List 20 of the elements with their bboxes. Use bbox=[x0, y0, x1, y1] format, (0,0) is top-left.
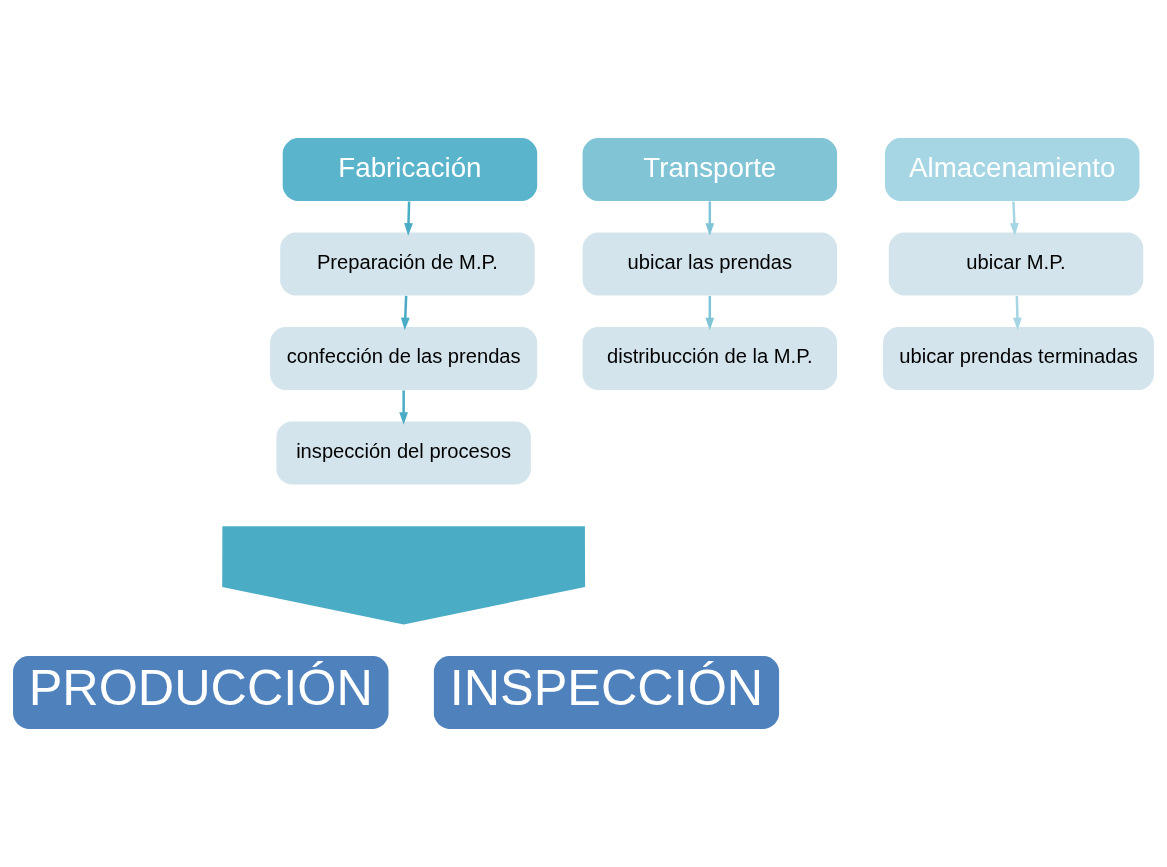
arrow bbox=[705, 201, 715, 236]
arrow bbox=[404, 201, 413, 236]
arrow bbox=[1013, 295, 1022, 331]
arrow bbox=[400, 295, 410, 331]
node-box: distribucción de la M.P. bbox=[582, 327, 838, 391]
arrow bbox=[705, 295, 715, 331]
node-box: inspección del procesos bbox=[276, 421, 531, 485]
node-box: Preparación de M.P. bbox=[280, 232, 535, 296]
node-box: ubicar las prendas bbox=[582, 232, 838, 296]
node-box: INSPECCIÓN bbox=[433, 655, 780, 729]
node-box: confección de las prendas bbox=[270, 327, 538, 391]
node-box: Almacenamiento bbox=[884, 138, 1140, 202]
node-box: ubicar M.P. bbox=[888, 232, 1144, 296]
arrow bbox=[399, 390, 409, 425]
arrow bbox=[1009, 201, 1019, 236]
node-box: Fabricación bbox=[282, 138, 538, 202]
node-arrow bbox=[222, 526, 586, 625]
node-box: Transporte bbox=[582, 138, 838, 202]
node-box: ubicar prendas terminadas bbox=[883, 327, 1154, 391]
node-box: PRODUCCIÓN bbox=[13, 655, 389, 729]
